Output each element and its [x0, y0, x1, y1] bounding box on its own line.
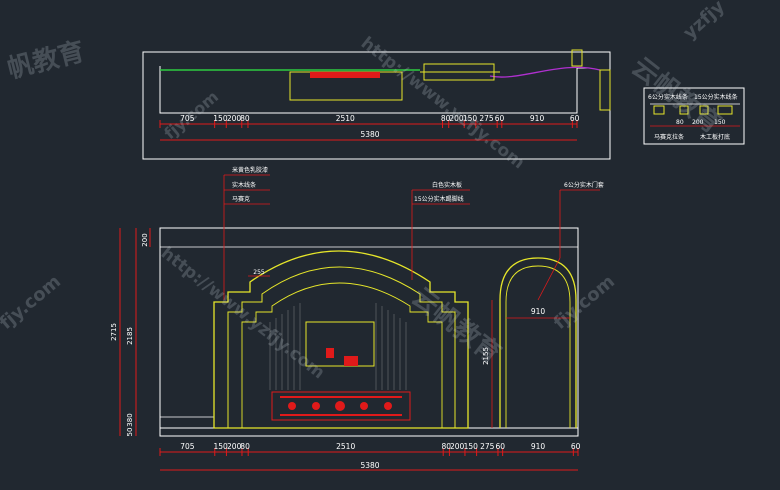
arched-door-inner: [505, 265, 571, 428]
plan-door-swing: [489, 66, 601, 78]
arched-door-outer: [499, 257, 577, 428]
plan-dim-label: 200: [227, 114, 242, 123]
elevation-dim-label: 705: [180, 442, 195, 451]
elevation-dim-label: 200: [227, 442, 242, 451]
detail-dim-1: 80: [676, 119, 684, 126]
left-dim-middle: 2185: [126, 327, 134, 345]
elevation-dim-label: 80: [442, 442, 452, 451]
cabinet-base: [271, 391, 411, 421]
elevation-dim-label: 150: [213, 442, 228, 451]
left-dim-bottom-a: 50: [126, 428, 134, 437]
detail-dim-3: 150: [714, 119, 726, 126]
left-dim-overall: 2715: [110, 323, 118, 341]
detail-profile-d: [717, 105, 733, 115]
elevation-view: 910 2155 255 2715 2185 200 50 380 米黄色乳胶漆…: [110, 166, 604, 471]
plan-dim-label: 150: [463, 114, 478, 123]
plan-dim-label: 80: [240, 114, 250, 123]
tv-mark-center: [344, 356, 358, 366]
door-height-dim: 2155: [482, 347, 490, 365]
plan-dim-label: 60: [495, 114, 505, 123]
elevation-dim-label: 150: [464, 442, 479, 451]
arch-middle-frame: [227, 266, 456, 428]
callout-marble: 米黄色乳胶漆: [232, 166, 268, 174]
detail-label-left: 6公分实木线条: [648, 93, 688, 101]
callout-kicker: 15公分实木踢脚线: [414, 195, 464, 203]
elevation-outer-frame: [159, 227, 579, 437]
elevation-dim-label: 80: [240, 442, 250, 451]
plan-column: [571, 49, 583, 67]
elevation-dim-label: 200: [450, 442, 465, 451]
elevation-dim-label: 2510: [336, 442, 355, 451]
detail-profile-b: [679, 105, 689, 115]
detail-caption-right: 木工板打底: [700, 133, 730, 141]
detail-caption-left: 马赛克拉条: [654, 133, 684, 141]
elevation-dim-label: 275: [480, 442, 495, 451]
tv-panel: [305, 321, 375, 367]
left-dim-top: 200: [141, 233, 149, 246]
callout-wood-strip: 实木线条: [232, 181, 256, 189]
callout-door-frame: 6公分实木门套: [564, 181, 604, 189]
molding-detail: 6公分实木线条 15公分实木线条 80 200 150 马赛克拉条 木工板打底: [643, 87, 745, 145]
detail-dim-2: 200: [692, 119, 704, 126]
arch-outer-frame: [213, 250, 469, 429]
plan-dim-label: 200: [449, 114, 464, 123]
arch-radius-leader: [537, 257, 561, 301]
callout-mosaic: 马赛克: [232, 195, 250, 203]
small-dim: 255: [253, 269, 265, 276]
plan-total-dim: 5380: [360, 130, 379, 139]
plan-dim-label: 60: [570, 114, 580, 123]
detail-frame: [643, 87, 745, 145]
arch-inner-frame: [241, 282, 443, 428]
elevation-dim-label: 60: [571, 442, 581, 451]
detail-profile-c: [699, 105, 709, 115]
plan-niche: [423, 63, 495, 81]
arch-panel-stripes: [269, 303, 407, 390]
cabinet-ornament: [280, 396, 402, 416]
elevation-dim-label: 910: [531, 442, 546, 451]
detail-label-right: 15公分实木线条: [694, 93, 738, 101]
plan-dim-label: 275: [479, 114, 494, 123]
plan-dim-label: 2510: [336, 114, 355, 123]
plan-dim-label: 80: [441, 114, 451, 123]
tv-mark-left: [326, 348, 334, 358]
plan-fireplace-hearth: [310, 72, 380, 78]
plan-door-jamb: [599, 69, 611, 111]
elevation-total-dim: 5380: [360, 461, 379, 470]
elevation-dim-label: 60: [496, 442, 506, 451]
plan-dim-label: 705: [180, 114, 195, 123]
left-dim-bottom-b: 380: [126, 413, 134, 426]
door-width-dim: 910: [531, 307, 546, 316]
callout-white-panel: 白色实木板: [432, 181, 462, 189]
detail-profile-a: [653, 105, 665, 115]
plan-dim-label: 910: [530, 114, 545, 123]
plan-dim-label: 150: [213, 114, 228, 123]
